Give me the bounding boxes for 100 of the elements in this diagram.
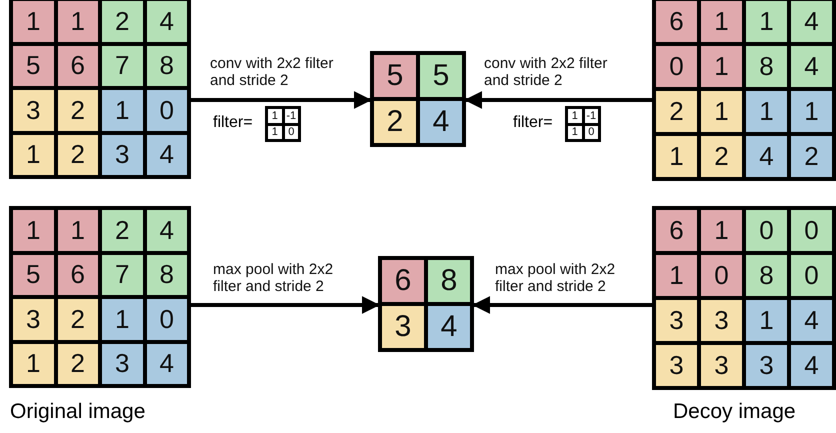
matrix-cell: 0 [146, 299, 187, 340]
matrix-cell: 2 [701, 136, 742, 177]
matrix-cell: 0 [791, 210, 832, 251]
matrix-cell: 3 [656, 300, 697, 341]
matrix-grid [652, 206, 836, 390]
matrix-cell: 0 [701, 255, 742, 296]
matrix-cell: 3 [701, 300, 742, 341]
matrix-cell: 4 [791, 345, 832, 386]
matrix-cell: 1 [13, 210, 54, 250]
matrix-cell: 3 [746, 345, 787, 386]
matrix-cell: 1 [656, 255, 697, 296]
matrix-cell: 3 [13, 299, 54, 340]
matrix-cell: 2 [791, 136, 832, 177]
matrix-cell: 5 [374, 55, 416, 97]
matrix-cell: 6 [58, 46, 98, 86]
matrix-cell: 4 [746, 136, 787, 177]
matrix-grid [9, 206, 191, 388]
matrix-cell: 7 [102, 46, 142, 86]
matrix-cell: 8 [746, 46, 787, 87]
matrix-cell: 5 [420, 55, 462, 97]
filter-label: filter= [513, 114, 553, 132]
matrix-cell: 3 [701, 345, 742, 386]
arrow [472, 296, 652, 314]
image-caption: Original image [10, 400, 146, 424]
matrix-cell: 8 [146, 254, 187, 295]
matrix-cell: 1 [102, 299, 142, 340]
matrix-cell: 5 [13, 254, 54, 295]
matrix-cell: 2 [102, 1, 142, 42]
matrix-cell: 6 [58, 254, 98, 295]
matrix-cell: 4 [146, 344, 187, 384]
matrix-cell: 1 [746, 1, 787, 42]
matrix-cell: 0 [656, 46, 697, 87]
matrix-cell: 1 [13, 344, 54, 384]
arrow [191, 296, 380, 314]
matrix-cell: 6 [656, 1, 697, 42]
matrix-cell: 1 [13, 134, 54, 175]
matrix-cell: 6 [382, 260, 424, 302]
matrix-cell: 1 [58, 1, 98, 42]
matrix-grid [9, 0, 191, 179]
matrix-cell: 1 [13, 1, 54, 42]
matrix-cell: 4 [146, 134, 187, 175]
matrix-cell: 4 [420, 101, 462, 143]
matrix-cell: 1 [701, 91, 742, 132]
matrix-cell: 8 [746, 255, 787, 296]
matrix-cell: 2 [102, 210, 142, 250]
matrix-cell: 0 [284, 126, 298, 139]
arrow [191, 91, 372, 109]
edge-label: max pool with 2x2 filter and stride 2 [213, 262, 334, 295]
matrix-cell: 1 [268, 109, 282, 122]
matrix-cell: 1 [746, 300, 787, 341]
matrix-cell: 1 [268, 126, 282, 139]
matrix-grid [565, 106, 601, 142]
matrix-cell: 4 [791, 46, 832, 87]
matrix-cell: 2 [58, 299, 98, 340]
matrix-cell: 0 [791, 255, 832, 296]
matrix-cell: 1 [701, 1, 742, 42]
matrix-cell: 3 [102, 344, 142, 384]
matrix-cell: 4 [146, 1, 187, 42]
matrix-cell: 4 [791, 300, 832, 341]
matrix-cell: 2 [58, 90, 98, 130]
matrix-cell: 3 [656, 345, 697, 386]
edge-label: max pool with 2x2 filter and stride 2 [495, 262, 616, 295]
matrix-cell: 4 [791, 1, 832, 42]
matrix-cell: 4 [428, 306, 470, 348]
matrix-cell: 2 [374, 101, 416, 143]
arrow [464, 91, 652, 109]
matrix-cell: 1 [701, 46, 742, 87]
matrix-cell: 8 [146, 46, 187, 86]
matrix-cell: 1 [746, 91, 787, 132]
filter-label: filter= [213, 114, 253, 132]
matrix-cell: 2 [58, 134, 98, 175]
matrix-cell: -1 [584, 109, 598, 122]
matrix-grid [265, 106, 301, 142]
matrix-cell: 0 [146, 90, 187, 130]
matrix-cell: 5 [13, 46, 54, 86]
matrix-cell: 6 [656, 210, 697, 251]
matrix-grid [370, 51, 466, 147]
edge-label: conv with 2x2 filter and stride 2 [484, 56, 608, 89]
matrix-cell: 1 [701, 210, 742, 251]
matrix-cell: 1 [791, 91, 832, 132]
matrix-cell: 3 [13, 90, 54, 130]
image-caption: Decoy image [673, 400, 796, 424]
matrix-cell: 3 [102, 134, 142, 175]
edge-label: conv with 2x2 filter and stride 2 [210, 56, 334, 89]
matrix-grid [378, 256, 474, 352]
matrix-cell: 8 [428, 260, 470, 302]
matrix-cell: 1 [102, 90, 142, 130]
matrix-cell: 1 [58, 210, 98, 250]
matrix-grid [652, 0, 836, 181]
matrix-cell: 4 [146, 210, 187, 250]
matrix-cell: 1 [568, 126, 582, 139]
matrix-cell: 3 [382, 306, 424, 348]
matrix-cell: 2 [58, 344, 98, 384]
matrix-cell: 2 [656, 91, 697, 132]
matrix-cell: 0 [746, 210, 787, 251]
matrix-cell: 0 [584, 126, 598, 139]
matrix-cell: 1 [656, 136, 697, 177]
matrix-cell: 7 [102, 254, 142, 295]
matrix-cell: -1 [284, 109, 298, 122]
matrix-cell: 1 [568, 109, 582, 122]
